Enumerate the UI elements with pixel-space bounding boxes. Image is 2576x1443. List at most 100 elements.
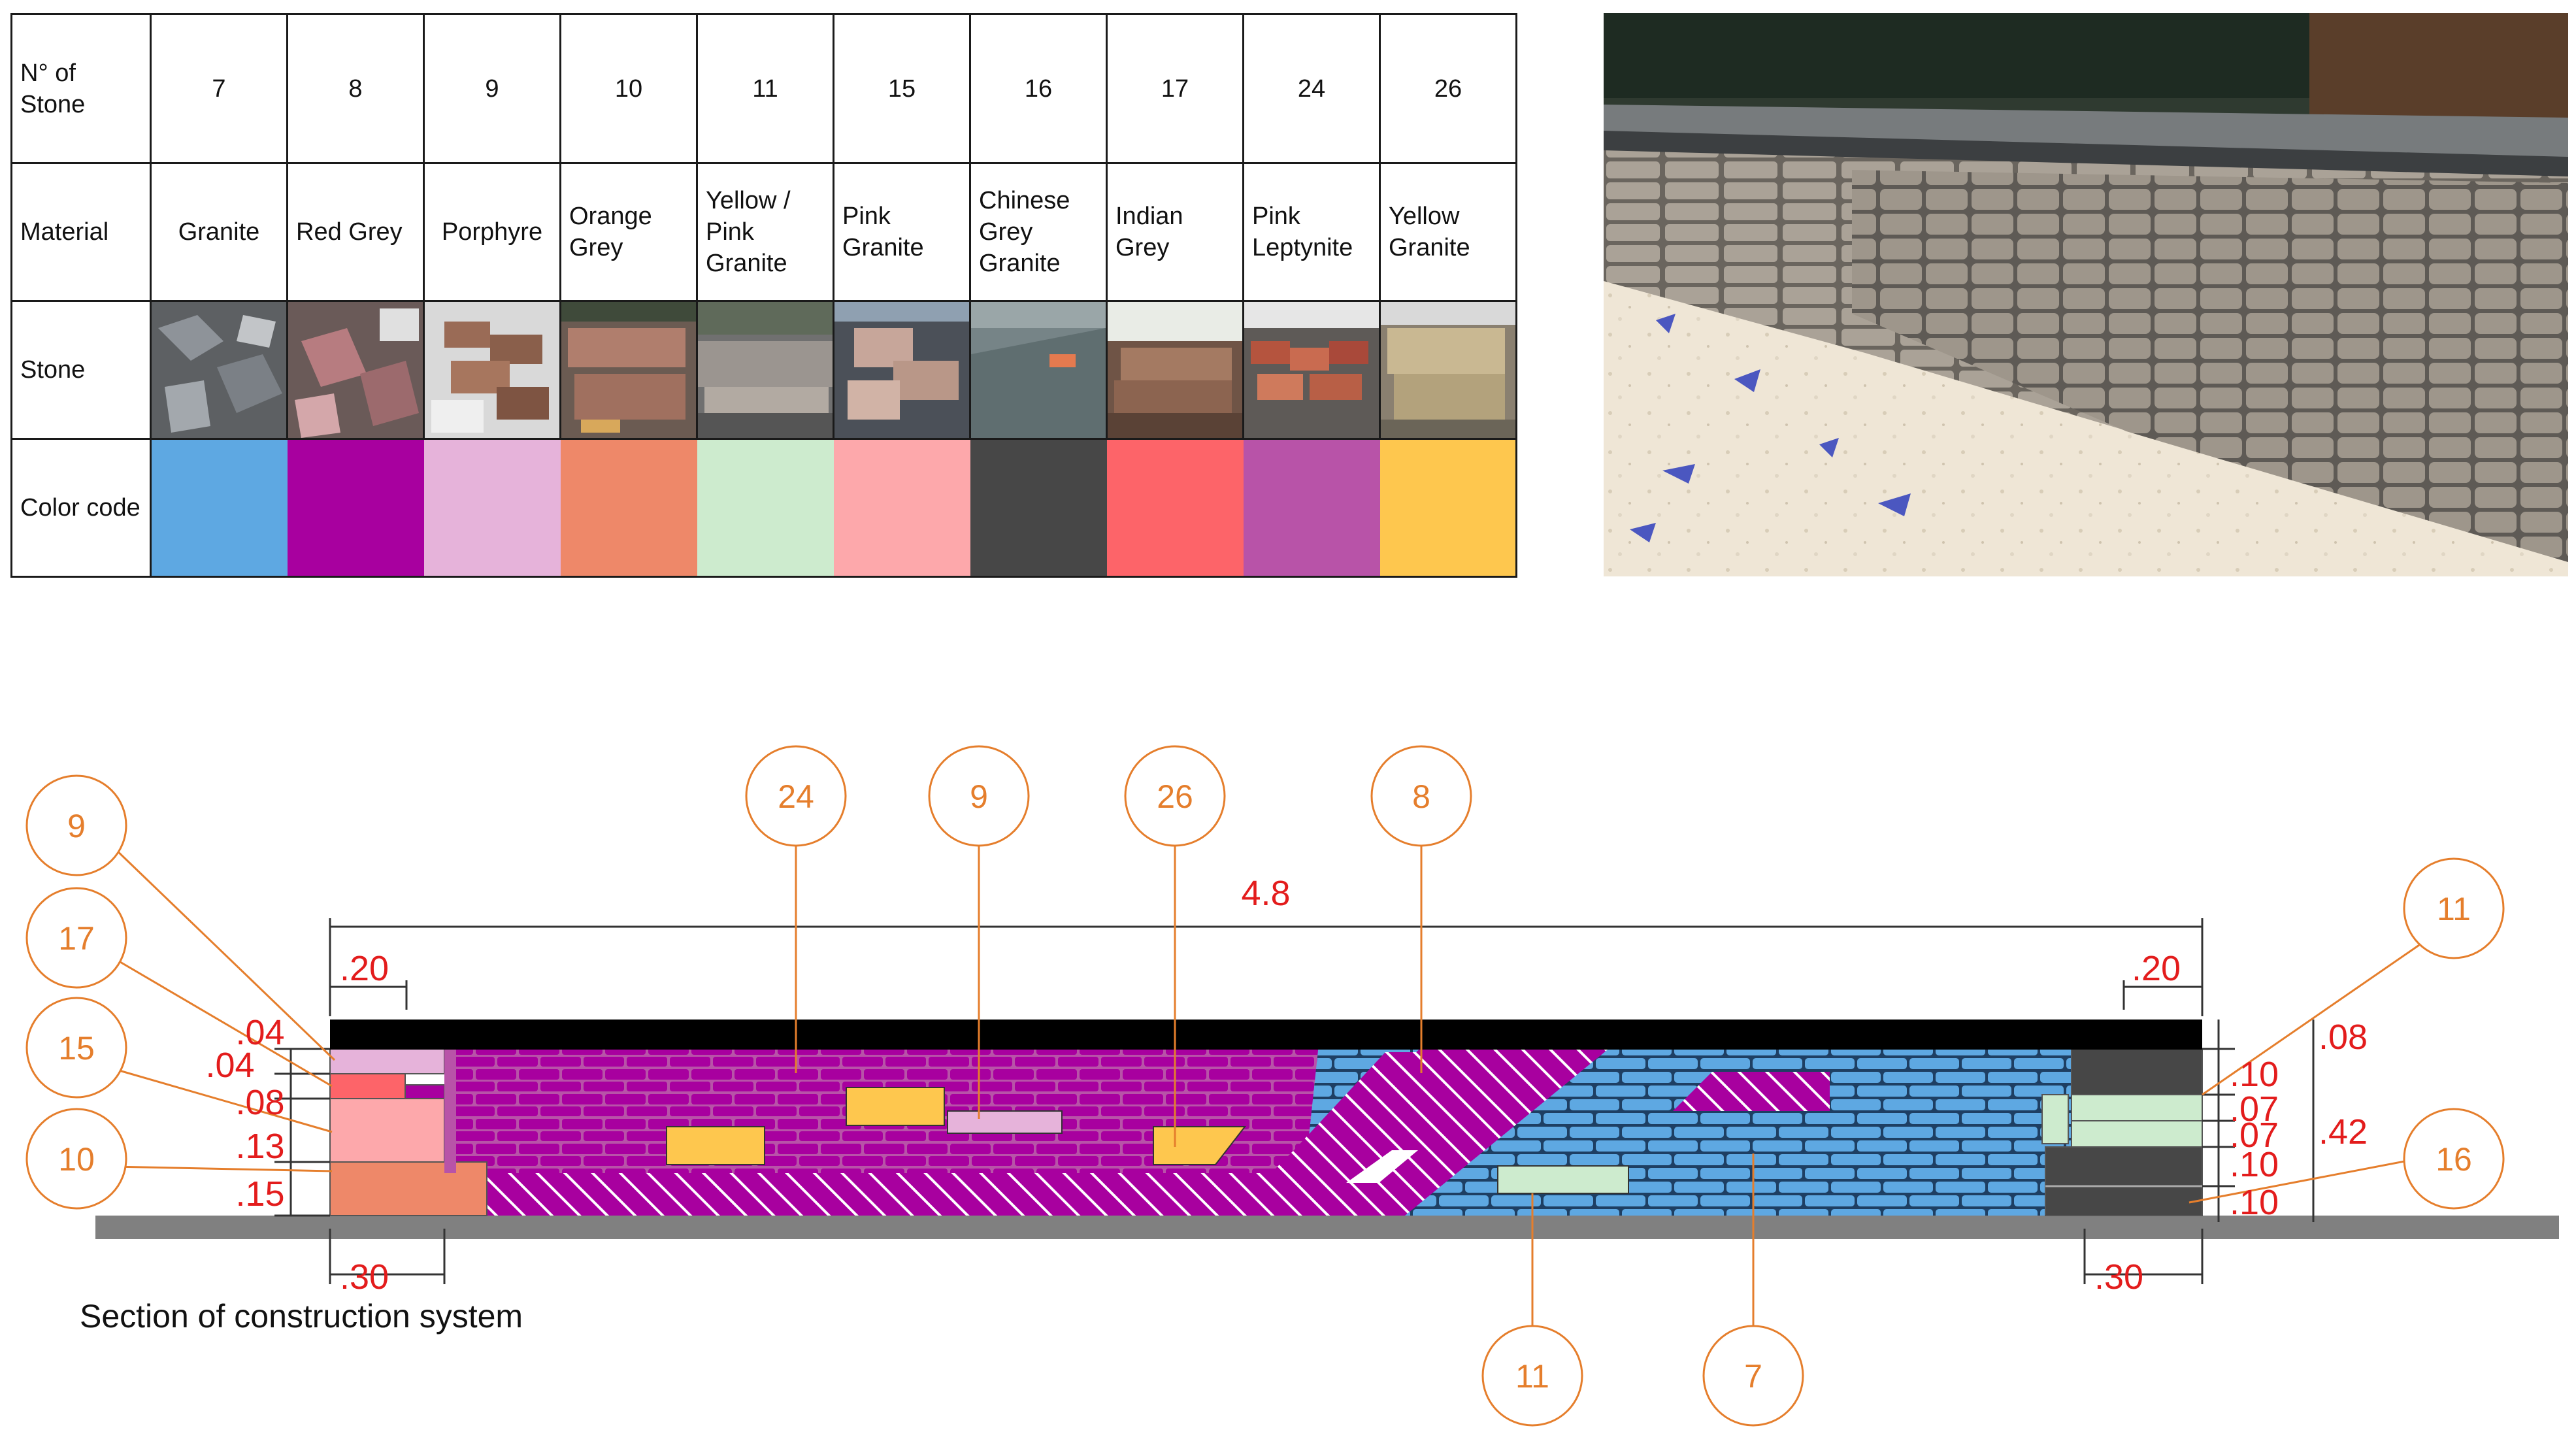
wall-stone-8-base <box>477 1173 1320 1216</box>
svg-text:9: 9 <box>67 808 86 844</box>
cell-number: 24 <box>1242 13 1381 164</box>
color-swatch <box>1243 439 1380 577</box>
table-row-stone: Stone <box>10 300 1517 440</box>
wall-photo <box>1604 13 2568 576</box>
table-row-number: N° of Stone 7 8 9 10 11 15 16 17 24 26 <box>10 13 1517 164</box>
ground-line <box>95 1216 2559 1239</box>
stone-11 <box>1497 1165 1629 1194</box>
leader-lines <box>111 821 2430 1332</box>
stone-photo-chinese-grey-granite <box>969 300 1108 440</box>
stone-9 <box>947 1110 1063 1134</box>
right-stone-11 <box>2071 1120 2203 1148</box>
table-row-color: Color code <box>10 438 1517 578</box>
color-swatch <box>970 439 1107 577</box>
stone-photo-porphyre <box>423 300 561 440</box>
cell-number: 11 <box>696 13 834 164</box>
callout-top-9: 9 <box>928 745 1030 847</box>
svg-text:9: 9 <box>970 778 988 815</box>
dim-left-h3: .08 <box>235 1083 284 1122</box>
left-stone-15 <box>329 1098 445 1163</box>
dim-left-h1: .04 <box>235 1013 284 1052</box>
cell-number: 10 <box>559 13 698 164</box>
header-stone: Stone <box>10 300 152 440</box>
cell-number: 8 <box>286 13 425 164</box>
svg-text:11: 11 <box>2437 891 2471 927</box>
cell-material: Orange Grey <box>559 162 698 302</box>
dim-left-h5: .15 <box>235 1174 284 1214</box>
header-material: Material <box>10 162 152 302</box>
table-row-material: Material Granite Red Grey Porphyre Orang… <box>10 162 1517 302</box>
color-swatch <box>1379 439 1517 577</box>
svg-text:11: 11 <box>1515 1358 1549 1395</box>
dim-right-h3: .07 <box>2230 1089 2279 1129</box>
callout-top-24: 24 <box>745 745 847 847</box>
callout-left-9: 9 <box>25 774 127 876</box>
dim-left-h2: .04 <box>205 1046 254 1085</box>
stone-photo-orange-grey <box>559 300 698 440</box>
cell-number: 9 <box>423 13 561 164</box>
dim-bottom-left: .30 <box>340 1257 389 1297</box>
callout-top-8: 8 <box>1370 745 1472 847</box>
cell-material: Pink Leptynite <box>1242 162 1381 302</box>
svg-text:7: 7 <box>1744 1358 1762 1395</box>
left-stone-10 <box>329 1161 487 1216</box>
cell-number: 17 <box>1106 13 1244 164</box>
callout-left-15: 15 <box>25 997 127 1099</box>
cell-material: Red Grey <box>286 162 425 302</box>
svg-text:8: 8 <box>1412 778 1430 815</box>
dim-total-length: 4.8 <box>1241 874 1290 913</box>
svg-text:26: 26 <box>1157 778 1193 815</box>
dim-right-total: .42 <box>2319 1112 2368 1152</box>
cell-number: 16 <box>969 13 1108 164</box>
dim-top-left: .20 <box>340 949 389 988</box>
color-swatch <box>423 439 561 577</box>
color-swatch <box>560 439 697 577</box>
color-swatch <box>1106 439 1244 577</box>
stone-photo-pink-leptynite <box>1242 300 1381 440</box>
dimension-labels: 4.8 .20 .20 .30 .30 .04 .04 .08 .13 .15 … <box>205 874 2368 1297</box>
left-stone-17 <box>329 1073 406 1099</box>
cell-material: Porphyre <box>423 162 561 302</box>
callout-bottom-7: 7 <box>1702 1325 1804 1427</box>
stone-photo-granite <box>150 300 288 440</box>
color-swatch <box>697 439 834 577</box>
callout-right-11: 11 <box>2403 857 2505 959</box>
stone-photo-pink-granite <box>833 300 971 440</box>
cell-material: Chinese Grey Granite <box>969 162 1108 302</box>
coping-stone <box>330 1020 2202 1050</box>
callout-left-10: 10 <box>25 1108 127 1210</box>
stone-photo-yellow-pink-granite <box>696 300 834 440</box>
dimension-lines <box>274 918 2315 1284</box>
svg-text:10: 10 <box>58 1141 95 1178</box>
cell-material: Yellow / Pink Granite <box>696 162 834 302</box>
cell-material: Indian Grey <box>1106 162 1244 302</box>
svg-text:15: 15 <box>58 1030 95 1067</box>
dim-right-h6: .10 <box>2230 1183 2279 1222</box>
callouts: 9 17 15 10 24 9 26 8 11 16 11 7 <box>25 745 2505 1427</box>
right-stone-11 <box>2071 1094 2203 1121</box>
stone-26 <box>666 1126 765 1165</box>
cell-number: 15 <box>833 13 971 164</box>
dim-top-right: .20 <box>2132 949 2181 988</box>
left-stone-9 <box>329 1048 445 1074</box>
svg-text:24: 24 <box>778 778 814 815</box>
stone-26 <box>846 1087 945 1126</box>
right-stone-16 <box>2071 1048 2203 1095</box>
stone-26 <box>1153 1126 1247 1165</box>
cell-number: 26 <box>1379 13 1517 164</box>
dim-right-h1: .08 <box>2319 1018 2368 1057</box>
color-swatch <box>150 439 288 577</box>
callout-right-16: 16 <box>2403 1108 2505 1210</box>
header-number: N° of Stone <box>10 13 152 164</box>
svg-text:17: 17 <box>58 920 95 957</box>
stone-photo-indian-grey <box>1106 300 1244 440</box>
stone-photo-yellow-granite <box>1379 300 1517 440</box>
dim-right-h4: .07 <box>2230 1116 2279 1155</box>
cell-material: Granite <box>150 162 288 302</box>
dim-right-h5: .10 <box>2230 1145 2279 1184</box>
stone-table: N° of Stone 7 8 9 10 11 15 16 17 24 26 M… <box>10 13 1517 578</box>
callout-bottom-11: 11 <box>1481 1325 1583 1427</box>
color-swatch <box>287 439 424 577</box>
stone-photo-red-grey <box>286 300 425 440</box>
